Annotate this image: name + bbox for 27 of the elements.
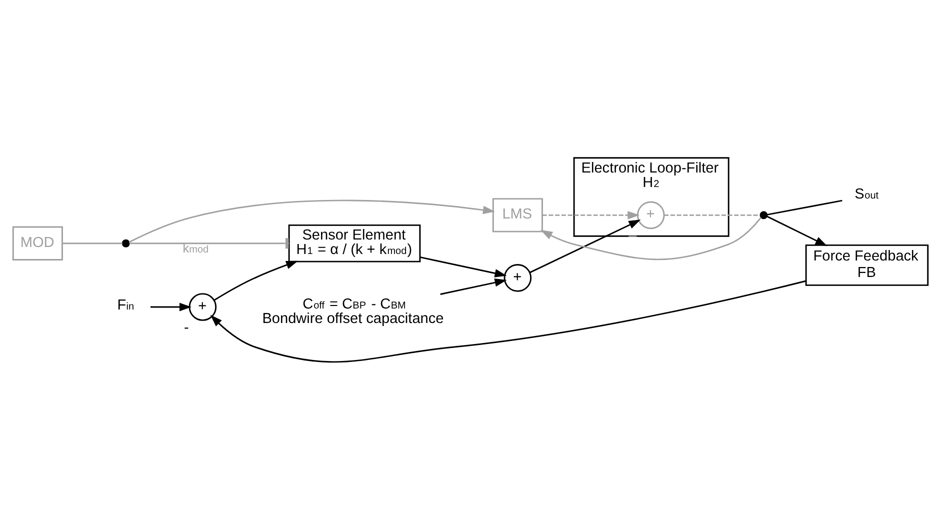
node-box: LMS [492, 198, 543, 232]
node-dot [122, 238, 130, 247]
arrow [542, 210, 640, 219]
node-text: Sout [854, 186, 879, 202]
arrow [529, 219, 641, 273]
arrow [420, 256, 507, 277]
edge-label: kmod [182, 240, 209, 256]
node-circle: + [188, 292, 217, 320]
connector [766, 199, 842, 215]
node-box: MOD [12, 226, 63, 260]
connector [62, 242, 122, 244]
node-circle: + [504, 264, 532, 292]
arrow [214, 260, 298, 300]
node-box: Force Feedback FB [805, 244, 929, 286]
arrow [150, 302, 192, 311]
node-text: Coff = CBP - CBM Bondwire offset capacitance [262, 296, 444, 327]
node-text: Fin [117, 297, 134, 314]
arrow [440, 278, 507, 294]
arrow [128, 199, 495, 242]
connector [664, 214, 760, 216]
arrow [766, 215, 828, 246]
node-box: Sensor Element H1 = α / (k + kmod) [288, 224, 421, 262]
arrow [210, 280, 806, 362]
node-dot [760, 210, 768, 219]
arrow [540, 216, 762, 260]
node-circle: + [636, 200, 665, 229]
node-label: - [184, 319, 189, 336]
